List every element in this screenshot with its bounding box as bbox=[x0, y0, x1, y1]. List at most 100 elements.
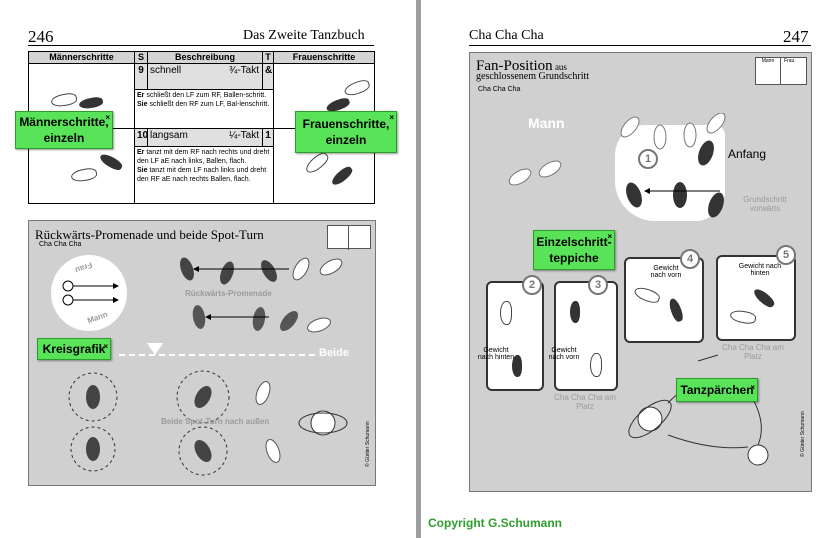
tempo-cell: schnell ¾-Takt bbox=[147, 63, 263, 90]
foot-icon bbox=[751, 286, 777, 310]
label-beide: Beide bbox=[319, 347, 349, 359]
page-divider bbox=[416, 0, 421, 538]
fan-position-panel: Fan-Position aus geschlossenem Grundschr… bbox=[469, 52, 812, 492]
tempo-cell: langsam ¼-Takt bbox=[147, 128, 263, 147]
step-card-4: Gewicht nach vorn bbox=[624, 257, 704, 343]
right-header-title: Cha Cha Cha bbox=[469, 28, 544, 43]
desc-she-text: tanzt mit dem LF nach links und dreht de… bbox=[137, 167, 267, 183]
step-badge-5: 5 bbox=[776, 245, 796, 265]
page-number-left: 246 bbox=[28, 27, 54, 46]
table-row: Er tanzt mit dem RF nach rechts und dreh… bbox=[29, 146, 375, 204]
diagram-title: Rückwärts-Promenade und beide Spot-Turn bbox=[35, 227, 264, 242]
desc-he-text: tanzt mit dem RF nach rechts und dreht d… bbox=[137, 149, 270, 165]
header-rule-right bbox=[469, 45, 811, 46]
foot-icon bbox=[329, 164, 355, 188]
spot-turn-figures bbox=[68, 370, 348, 476]
tag-tanzpaerchen[interactable]: × Tanzpärchen bbox=[676, 378, 758, 402]
promenade-steps bbox=[180, 257, 343, 333]
desc-step-10: Er tanzt mit dem RF nach rechts und dreh… bbox=[134, 146, 274, 204]
step-number: 10 bbox=[134, 128, 148, 147]
foot-icon bbox=[303, 150, 331, 176]
page-number-right: 247 bbox=[783, 27, 809, 46]
label-gewicht-hinten: Gewicht nach hinten bbox=[477, 347, 515, 361]
header-rule-left bbox=[28, 45, 374, 46]
col-header-s: S bbox=[134, 51, 148, 64]
foot-icon bbox=[98, 151, 124, 173]
foot-icon bbox=[500, 301, 512, 325]
vertical-copyright-right: © Günter Schumann bbox=[800, 411, 806, 457]
col-header-men: Männerschritte bbox=[28, 51, 135, 64]
desc-step-9: Er schließt den LF zum RF, Ballen-schrit… bbox=[134, 89, 274, 129]
foot-icon bbox=[512, 355, 522, 377]
count-cell: & bbox=[262, 63, 274, 90]
tag-frauenschritte[interactable]: × Frauenschritte, einzeln bbox=[295, 111, 397, 153]
label-am-platz-2: Cha Cha Cha am Platz bbox=[722, 343, 784, 361]
foot-icon bbox=[342, 77, 372, 99]
step-card-5: Gewicht nach hinten bbox=[716, 255, 796, 341]
foot-icon bbox=[632, 284, 662, 306]
col-header-desc: Beschreibung bbox=[147, 51, 263, 64]
label-gewicht-vorn: Gewicht nach vorn bbox=[650, 265, 682, 279]
copyright-footer: Copyright G.Schumann bbox=[428, 516, 563, 530]
circle-graphic: Frau Mann bbox=[51, 255, 127, 331]
legend-man-box: Mann bbox=[756, 58, 781, 84]
tag-kreisgrafik[interactable]: × Kreisgrafik bbox=[37, 338, 111, 360]
foot-icon bbox=[667, 297, 685, 323]
desc-he: Er bbox=[137, 149, 145, 156]
man-woman-legend bbox=[327, 225, 371, 250]
label-gewicht-vorn: Gewicht nach vorn bbox=[548, 347, 580, 361]
count-cell: 1 bbox=[262, 128, 274, 147]
tempo-label: schnell bbox=[150, 65, 182, 76]
arrow-icon bbox=[62, 280, 119, 306]
step-number: 9 bbox=[134, 63, 148, 90]
close-icon[interactable]: × bbox=[105, 113, 110, 122]
tempo-label: langsam bbox=[150, 130, 188, 141]
legend-man-label: Mann bbox=[761, 58, 775, 64]
diagram-dance: Cha Cha Cha bbox=[39, 241, 82, 248]
fan-dance: Cha Cha Cha bbox=[478, 86, 521, 93]
table-header-row: Männerschritte S Beschreibung T Frauensc… bbox=[28, 51, 375, 64]
close-icon[interactable]: × bbox=[607, 232, 612, 241]
foot-icon bbox=[78, 95, 104, 111]
desc-she-text: schließt den RF zum LF, Bal-lenschritt. bbox=[147, 101, 270, 108]
step-badge-4: 4 bbox=[680, 249, 700, 269]
tag-kreisgrafik-label: Kreisgrafik bbox=[42, 342, 106, 356]
label-am-platz-1: Cha Cha Cha am Platz bbox=[554, 393, 616, 411]
label-grundschritt: Grundschritt vorwärts bbox=[743, 195, 787, 213]
legend-man-box bbox=[328, 226, 349, 250]
legend-woman-label: Frau bbox=[784, 58, 795, 64]
label-promenade: Rückwärts-Promenade bbox=[185, 289, 272, 298]
step-badge-1: 1 bbox=[638, 149, 658, 169]
step-card-3: Gewicht nach vorn bbox=[549, 281, 618, 391]
table-row: 9 schnell ¾-Takt & bbox=[28, 63, 375, 129]
fan-title-suffix: aus bbox=[552, 62, 567, 72]
fan-subtitle: geschlossenem Grundschritt bbox=[476, 71, 590, 82]
tag-einzelschritt-label: Einzelschritt-teppiche bbox=[536, 235, 612, 265]
desc-she: Sie bbox=[137, 167, 148, 174]
circle-label-frau: Frau bbox=[73, 260, 94, 275]
circle-label-mann: Mann bbox=[86, 309, 109, 326]
label-mann: Mann bbox=[528, 115, 565, 131]
beide-dashed-line bbox=[119, 354, 315, 356]
step-table: Männerschritte S Beschreibung T Frauensc… bbox=[28, 51, 375, 204]
tag-maennerschritte[interactable]: × Männerschritte, einzeln bbox=[15, 111, 113, 149]
arrow-down-icon bbox=[147, 343, 163, 355]
desc-he-text: schließt den LF zum RF, Ballen-schritt. bbox=[144, 92, 267, 99]
close-icon[interactable]: × bbox=[389, 113, 394, 122]
tag-tanzpaerchen-label: Tanzpärchen bbox=[680, 383, 754, 397]
label-spot-turn: Beide Spot-Turn nach außen bbox=[161, 417, 270, 426]
book-title: Das Zweite Tanzbuch bbox=[243, 28, 365, 43]
foot-icon bbox=[570, 301, 580, 323]
fan-title: Fan-Position bbox=[476, 58, 553, 74]
step-card-2: Gewicht nach hinten bbox=[478, 281, 544, 391]
tag-maennerschritte-label: Männerschritte, einzeln bbox=[19, 115, 109, 145]
tag-frauenschritte-label: Frauenschritte, einzeln bbox=[302, 117, 390, 147]
col-header-t: T bbox=[262, 51, 274, 64]
close-icon[interactable]: × bbox=[750, 383, 755, 392]
label-anfang: Anfang bbox=[728, 147, 767, 161]
tag-einzelschritt[interactable]: × Einzelschritt-teppiche bbox=[533, 230, 615, 270]
fan-step-sequence bbox=[508, 113, 726, 218]
close-icon[interactable]: × bbox=[103, 342, 108, 351]
man-woman-legend: Mann Frau bbox=[755, 57, 807, 85]
dancing-couple bbox=[628, 354, 769, 466]
